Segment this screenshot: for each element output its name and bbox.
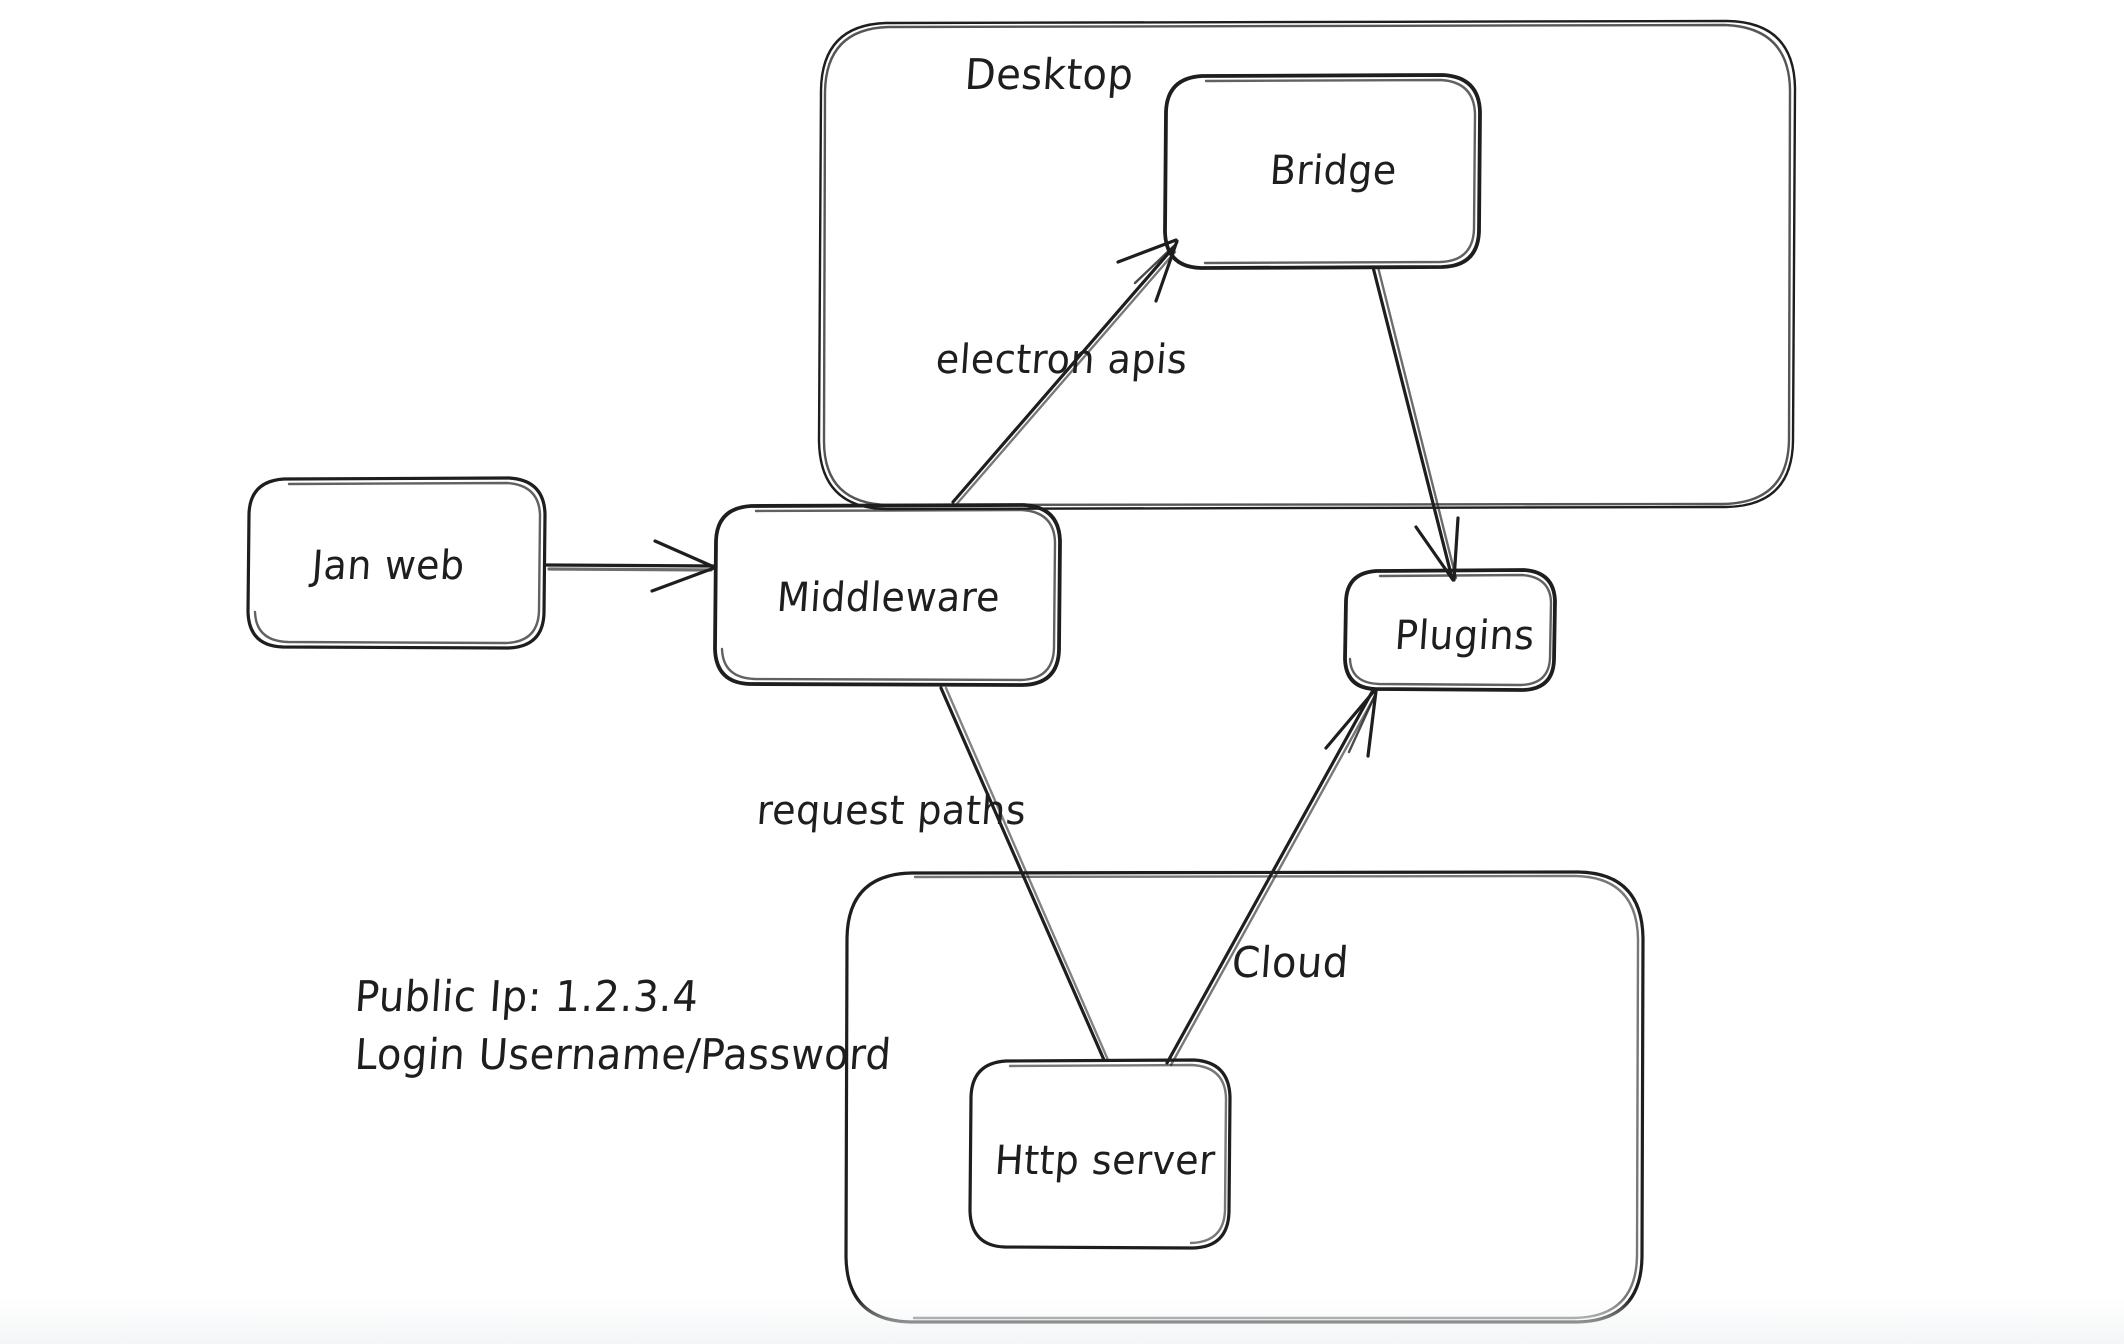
node-middleware-shape[interactable]	[713, 503, 1062, 687]
note-credentials-line-1: Public Ip: 1.2.3.4	[353, 972, 701, 1022]
node-http-server-shape[interactable]	[968, 1058, 1232, 1250]
node-plugins-shape[interactable]	[1343, 568, 1557, 692]
note-credentials-line-2: Login Username/Password	[353, 1030, 894, 1080]
edge-middleware-to-http-server[interactable]	[939, 686, 1110, 1062]
edge-bridge-to-plugins[interactable]	[1371, 265, 1460, 582]
node-bridge-label: Bridge	[1268, 146, 1399, 194]
desktop-container-shape[interactable]	[817, 19, 1797, 511]
note-credentials: Public Ip: 1.2.3.4 Login Username/Passwo…	[353, 968, 894, 1084]
node-middleware-label: Middleware	[775, 573, 1002, 621]
edge-label-request-paths: request paths	[755, 786, 1028, 834]
edge-http-server-to-plugins[interactable]	[1165, 688, 1378, 1067]
node-jan-web-label: Jan web	[310, 541, 467, 589]
edge-middleware-to-bridge[interactable]	[951, 238, 1179, 508]
node-bridge-shape[interactable]	[1163, 73, 1482, 270]
cloud-container-label: Cloud	[1230, 938, 1351, 988]
edge-label-electron-apis: electron apis	[934, 335, 1190, 383]
desktop-container-label: Desktop	[963, 50, 1136, 100]
edge-jan-web-to-middleware[interactable]	[545, 539, 716, 593]
node-http-server-label: Http server	[993, 1136, 1218, 1184]
node-jan-web-shape[interactable]	[246, 476, 547, 650]
node-plugins-label: Plugins	[1393, 611, 1537, 659]
